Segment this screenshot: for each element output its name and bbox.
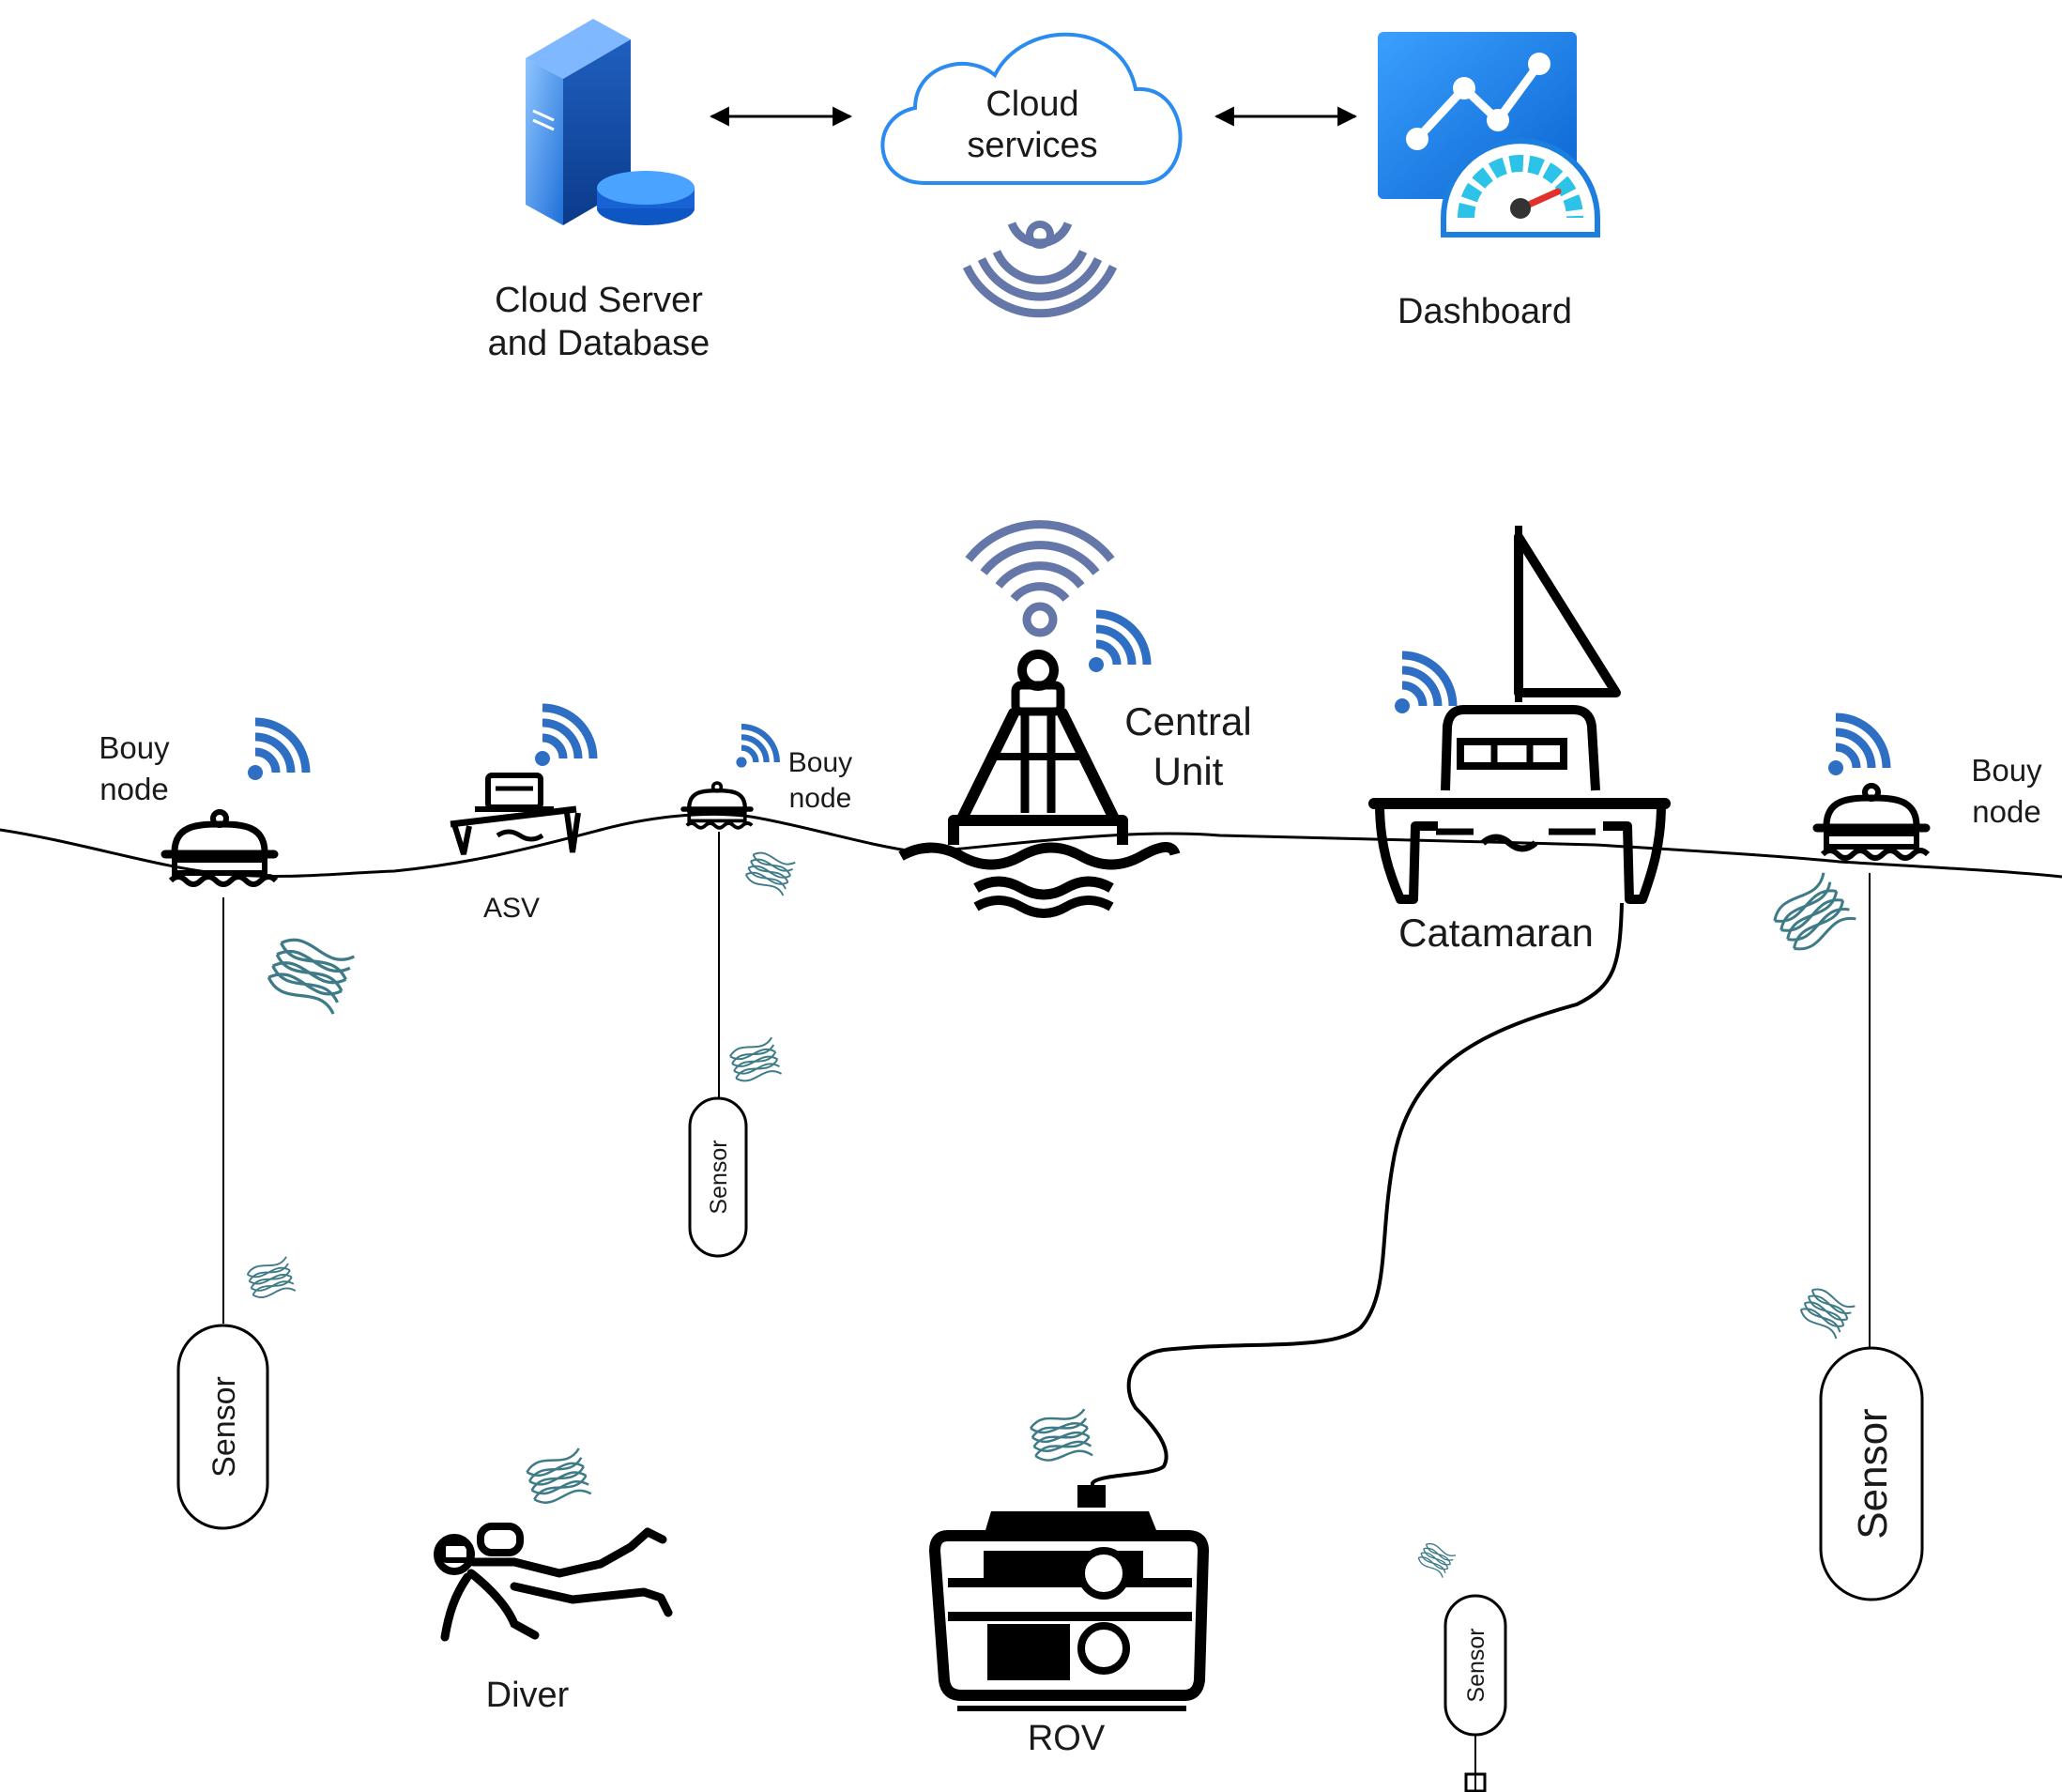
scuba-diver-icon xyxy=(434,1523,673,1642)
rov-label: ROV xyxy=(1028,1719,1106,1758)
buoy-mid-icon xyxy=(683,783,752,828)
sensor-mid-label: Sensor xyxy=(706,1140,732,1214)
wifi-broadcast-icon xyxy=(962,221,1118,318)
sensor-bottom: Sensor xyxy=(1443,1594,1507,1792)
sonar-wave-icon xyxy=(263,929,356,1016)
buoy-left-wifi-icon xyxy=(248,722,306,780)
sensor-bottom-label: Sensor xyxy=(1463,1628,1489,1702)
cloud-icon xyxy=(880,32,1183,185)
buoy-left-label-line2: node xyxy=(99,772,168,806)
buoy-right-wifi-icon xyxy=(1828,717,1886,775)
asv-wifi-icon xyxy=(535,708,593,766)
cloud-label-line1: Cloud xyxy=(985,84,1078,124)
buoy-right-label-line2: node xyxy=(1972,794,2040,829)
buoy-right-icon xyxy=(1817,786,1928,858)
central-unit-wifi-icon xyxy=(1089,614,1147,672)
buoy-mid-label-line2: node xyxy=(789,783,852,814)
sensor-right: Sensor xyxy=(1819,1346,1924,1601)
sonar-wave-icon xyxy=(1766,871,1857,959)
rov-icon xyxy=(928,1485,1210,1711)
server-label-line1: Cloud Server xyxy=(495,281,703,320)
asv-label: ASV xyxy=(483,893,540,924)
catamaran-icon xyxy=(1368,526,1671,904)
buoy-right-label-line1: Bouy xyxy=(1971,753,2042,788)
central-unit-buoy-icon xyxy=(898,650,1181,918)
sonar-wave-icon xyxy=(742,847,797,896)
sonar-wave-icon xyxy=(1414,1539,1457,1579)
sensor-right-label: Sensor xyxy=(1850,1408,1896,1539)
sonar-wave-icon xyxy=(523,1447,592,1510)
sonar-wave-icon xyxy=(1795,1282,1856,1340)
dashboard-chart-gauge-icon xyxy=(1378,32,1600,237)
sonar-wave-icon xyxy=(1028,1407,1094,1467)
dashboard-label: Dashboard xyxy=(1398,292,1572,331)
catamaran-label: Catamaran xyxy=(1398,911,1594,955)
central-unit-label-line2: Unit xyxy=(1153,749,1224,793)
sensor-left-label: Sensor xyxy=(206,1376,242,1478)
server-database-icon xyxy=(526,19,695,225)
catamaran-wifi-icon xyxy=(1395,655,1453,713)
server-label-line2: and Database xyxy=(488,324,710,363)
buoy-mid-wifi-icon xyxy=(736,727,776,767)
central-unit-broadcast-icon xyxy=(965,520,1115,637)
sonar-wave-icon xyxy=(726,1036,783,1087)
diver-label: Diver xyxy=(486,1676,570,1715)
buoy-left-label-line1: Bouy xyxy=(99,730,170,765)
asv-boat-icon xyxy=(450,773,581,855)
rov-tether-cable xyxy=(1091,902,1624,1502)
sensor-left: Sensor xyxy=(176,1324,269,1530)
buoy-left-icon xyxy=(165,812,276,884)
sensor-mid: Sensor xyxy=(688,1096,748,1258)
buoy-mid-label-line1: Bouy xyxy=(788,747,852,778)
cloud-label-line2: services xyxy=(967,126,1097,165)
central-unit-label-line1: Central xyxy=(1124,699,1251,743)
sonar-wave-icon xyxy=(244,1255,297,1303)
